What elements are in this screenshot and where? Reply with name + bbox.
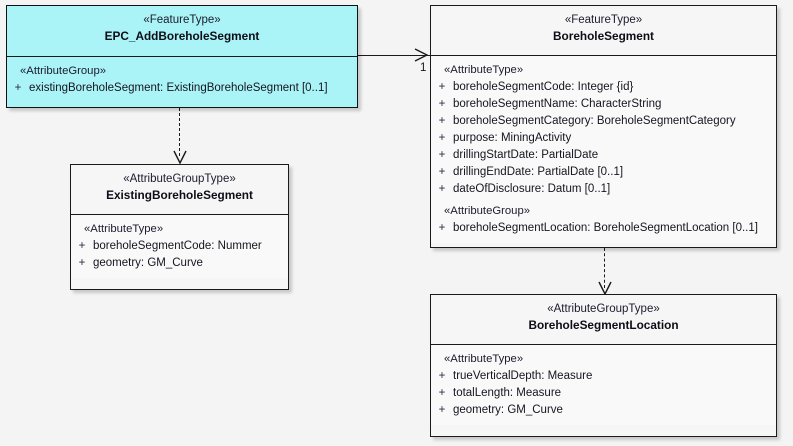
attribute-text: existingBoreholeSegment: ExistingBorehol…: [29, 82, 328, 94]
attribute-visibility: +: [438, 98, 446, 110]
class-box-epc-add-borehole-segment[interactable]: «FeatureType» EPC_AddBoreholeSegment «At…: [6, 5, 358, 108]
class-stereotype: «AttributeGroupType»: [123, 173, 236, 185]
attribute-text: purpose: MiningActivity: [453, 132, 572, 144]
class-name: BoreholeSegment: [553, 29, 654, 43]
attribute-visibility: +: [438, 387, 446, 399]
class-body-borehole-segment: «AttributeType» + boreholeSegmentCode: I…: [431, 56, 776, 243]
attribute-row[interactable]: + totalLength: Measure: [431, 385, 776, 402]
attribute-visibility: +: [438, 81, 446, 93]
attribute-row[interactable]: + drillingEndDate: PartialDate [0..1]: [431, 164, 776, 181]
attribute-visibility: +: [438, 404, 446, 416]
attribute-row[interactable]: + existingBoreholeSegment: ExistingBoreh…: [7, 80, 357, 97]
attribute-visibility: +: [78, 240, 86, 252]
attribute-row[interactable]: + dateOfDisclosure: Datum [0..1]: [431, 181, 776, 198]
class-name: ExistingBoreholeSegment: [106, 188, 253, 202]
attribute-visibility: +: [438, 166, 446, 178]
attribute-text: drillingEndDate: PartialDate [0..1]: [453, 166, 624, 178]
attribute-row[interactable]: + boreholeSegmentCategory: BoreholeSegme…: [431, 113, 776, 130]
class-box-borehole-segment-location[interactable]: «AttributeGroupType» BoreholeSegmentLoca…: [430, 294, 777, 437]
class-name: BoreholeSegmentLocation: [528, 318, 679, 332]
arrow-open-right-icon: [414, 48, 428, 62]
class-header-existing-borehole-segment: «AttributeGroupType» ExistingBoreholeSeg…: [71, 165, 288, 215]
class-header-borehole-segment: «FeatureType» BoreholeSegment: [431, 6, 776, 56]
class-stereotype: «FeatureType»: [564, 14, 643, 26]
attribute-visibility: +: [78, 257, 86, 269]
multiplicity-label-association: 1: [420, 62, 427, 74]
attribute-visibility: +: [438, 132, 446, 144]
class-box-borehole-segment[interactable]: «FeatureType» BoreholeSegment «Attribute…: [430, 5, 777, 248]
connector-dependency-line-existing[interactable]: [179, 108, 180, 156]
compartment-stereotype: «AttributeGroup»: [20, 65, 107, 77]
class-box-existing-borehole-segment[interactable]: «AttributeGroupType» ExistingBoreholeSeg…: [70, 164, 289, 290]
attribute-visibility: +: [14, 82, 22, 94]
attribute-visibility: +: [438, 370, 446, 382]
attribute-text: trueVerticalDepth: Measure: [453, 370, 593, 382]
connector-association-line[interactable]: [358, 55, 430, 56]
connector-dependency-line-location[interactable]: [604, 248, 605, 288]
attribute-visibility: +: [438, 183, 446, 195]
class-body-borehole-segment-location: «AttributeType» + trueVerticalDepth: Mea…: [431, 345, 776, 425]
attribute-row[interactable]: + trueVerticalDepth: Measure: [431, 368, 776, 385]
arrow-open-down-icon-existing: [173, 150, 187, 164]
class-stereotype: «FeatureType»: [143, 14, 221, 26]
attribute-text: boreholeSegmentCategory: BoreholeSegment…: [453, 115, 736, 127]
compartment-stereotype: «AttributeType»: [444, 64, 524, 76]
compartment-stereotype: «AttributeType»: [84, 223, 164, 235]
attribute-row[interactable]: + purpose: MiningActivity: [431, 130, 776, 147]
class-body-epc-add-borehole-segment: «AttributeGroup» + existingBoreholeSegme…: [7, 57, 357, 103]
attribute-row[interactable]: + drillingStartDate: PartialDate: [431, 147, 776, 164]
class-header-borehole-segment-location: «AttributeGroupType» BoreholeSegmentLoca…: [431, 295, 776, 345]
class-header-epc-add-borehole-segment: «FeatureType» EPC_AddBoreholeSegment: [7, 6, 357, 57]
attribute-text: boreholeSegmentName: CharacterString: [453, 98, 662, 110]
attribute-text: drillingStartDate: PartialDate: [453, 149, 599, 161]
attribute-row[interactable]: + geometry: GM_Curve: [71, 255, 288, 272]
class-name: EPC_AddBoreholeSegment: [104, 29, 260, 43]
attribute-text: boreholeSegmentCode: Nummer: [93, 240, 262, 252]
attribute-row[interactable]: + geometry: GM_Curve: [431, 402, 776, 419]
attribute-row[interactable]: + boreholeSegmentCode: Integer {id}: [431, 79, 776, 96]
attribute-row[interactable]: + boreholeSegmentCode: Nummer: [71, 238, 288, 255]
compartment-stereotype: «AttributeGroup»: [444, 205, 531, 217]
attribute-visibility: +: [438, 149, 446, 161]
attribute-text: geometry: GM_Curve: [93, 257, 203, 269]
attribute-visibility: +: [438, 115, 446, 127]
attribute-text: geometry: GM_Curve: [453, 404, 563, 416]
arrow-open-down-icon-location: [598, 281, 612, 295]
attribute-text: boreholeSegmentCode: Integer {id}: [453, 81, 634, 93]
attribute-row[interactable]: + boreholeSegmentName: CharacterString: [431, 96, 776, 113]
attribute-visibility: +: [438, 222, 446, 234]
attribute-text: boreholeSegmentLocation: BoreholeSegment…: [453, 222, 758, 234]
compartment-stereotype: «AttributeType»: [444, 353, 524, 365]
attribute-row[interactable]: + boreholeSegmentLocation: BoreholeSegme…: [431, 220, 776, 237]
attribute-text: dateOfDisclosure: Datum [0..1]: [453, 183, 611, 195]
class-body-existing-borehole-segment: «AttributeType» + boreholeSegmentCode: N…: [71, 215, 288, 278]
class-stereotype: «AttributeGroupType»: [547, 303, 660, 315]
attribute-text: totalLength: Measure: [453, 387, 562, 399]
